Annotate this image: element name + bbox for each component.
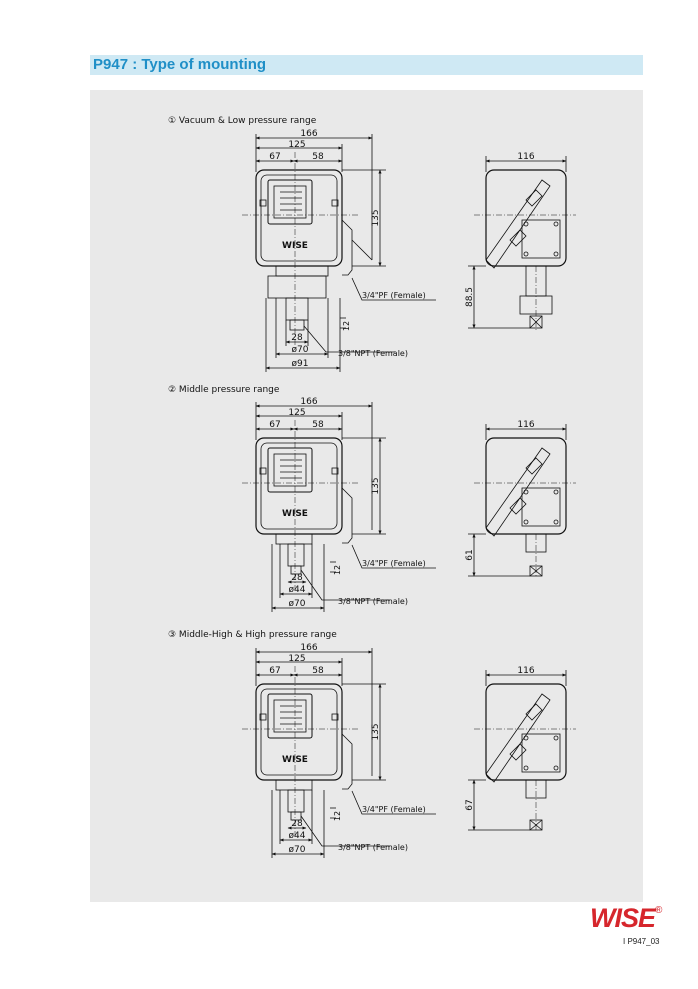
dim-nut: 28: [291, 333, 303, 343]
callout-port: 3/8"NPT (Female): [338, 349, 408, 358]
dim-outer: ø70: [289, 599, 306, 609]
dim-side-width: 116: [517, 666, 534, 676]
callout-conduit: 3/4"PF (Female): [362, 559, 426, 568]
dim-height: 135: [371, 723, 381, 740]
title-bar: P947 : Type of mounting: [90, 55, 643, 75]
dim-outer: ø70: [289, 845, 306, 855]
callout-port: 3/8"NPT (Female): [338, 843, 408, 852]
drawings: ① Vacuum & Low pressure range: [168, 116, 576, 858]
dim-nut: 28: [291, 819, 303, 829]
device-logo: WISE: [282, 755, 308, 765]
dim-nut: 28: [291, 573, 303, 583]
dim-side-width: 116: [517, 152, 534, 162]
dim-thread: 12: [342, 321, 351, 331]
dim-side-width: 116: [517, 420, 534, 430]
section-2: ② Middle pressure range: [168, 385, 576, 612]
dim-side-depth: 61: [465, 549, 475, 560]
dim-inner: ø44: [289, 585, 306, 595]
front-view: [242, 648, 436, 858]
side-view: [468, 670, 576, 832]
dim-width-total: 166: [300, 129, 317, 139]
dim-outer: ø91: [292, 359, 309, 369]
front-view: [242, 402, 436, 612]
device-logo: WISE: [282, 509, 308, 519]
dim-right: 58: [312, 666, 324, 676]
dim-height: 135: [371, 209, 381, 226]
dim-width-body: 125: [288, 654, 305, 664]
page-code: I P947_03: [623, 937, 660, 946]
section-caption: ① Vacuum & Low pressure range: [168, 116, 317, 126]
dim-width-body: 125: [288, 408, 305, 418]
callout-port: 3/8"NPT (Female): [338, 597, 408, 606]
brand-logo: WISE: [590, 903, 656, 933]
dim-right: 58: [312, 152, 324, 162]
drawing-panel: ① Vacuum & Low pressure range: [90, 90, 643, 902]
dim-side-depth: 67: [465, 799, 475, 810]
dim-inner: ø44: [289, 831, 306, 841]
section-caption: ② Middle pressure range: [168, 385, 280, 395]
registered-mark: ®: [655, 905, 663, 916]
dim-height: 135: [371, 477, 381, 494]
dim-right: 58: [312, 420, 324, 430]
section-1: ① Vacuum & Low pressure range: [168, 116, 576, 372]
dim-width-body: 125: [288, 140, 305, 150]
dim-thread: 12: [333, 811, 342, 821]
dim-width-total: 166: [300, 397, 317, 407]
dim-side-depth: 88.5: [465, 287, 475, 307]
side-view: [468, 424, 576, 578]
dim-width-total: 166: [300, 643, 317, 653]
dim-left: 67: [269, 152, 280, 162]
side-view: [468, 156, 576, 330]
section-3: ③ Middle-High & High pressure range: [168, 630, 576, 858]
dim-left: 67: [269, 666, 280, 676]
page-title: P947 : Type of mounting: [93, 56, 267, 73]
dim-thread: 12: [333, 565, 342, 575]
dim-left: 67: [269, 420, 280, 430]
device-logo: WISE: [282, 241, 308, 251]
section-caption: ③ Middle-High & High pressure range: [168, 630, 337, 640]
callout-conduit: 3/4"PF (Female): [362, 291, 426, 300]
callout-conduit: 3/4"PF (Female): [362, 805, 426, 814]
dim-inner: ø70: [292, 345, 309, 355]
front-view: [242, 134, 436, 372]
